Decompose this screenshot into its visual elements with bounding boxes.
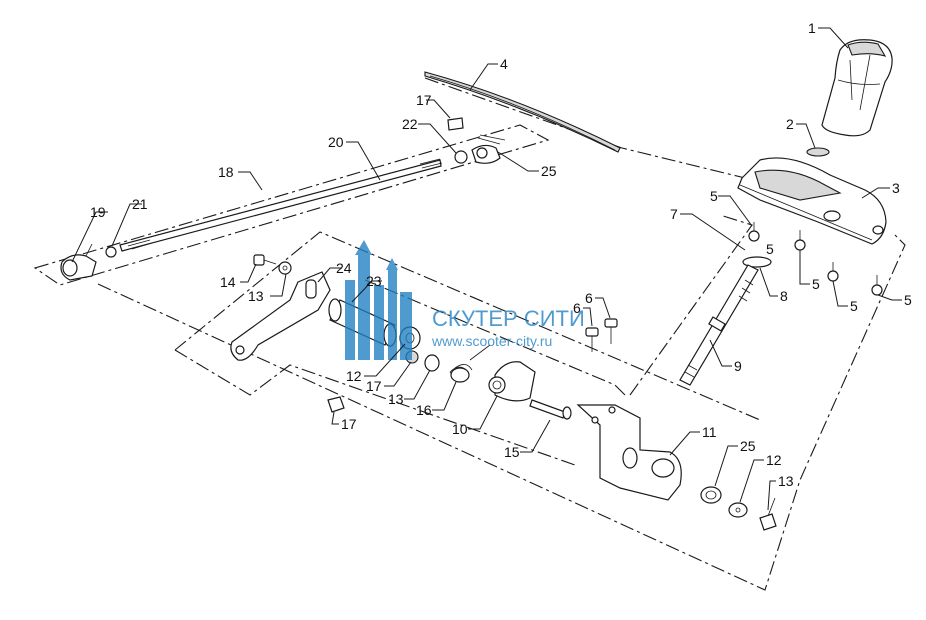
callout-label: 19: [90, 204, 106, 220]
part-nut-22: [454, 150, 468, 164]
part-cover-sheet: [424, 71, 621, 153]
callout-label: 2: [786, 116, 794, 132]
callout-label: 13: [388, 391, 404, 407]
callout-label: 5: [710, 188, 718, 204]
callout-label: 1: [808, 20, 816, 36]
callout-label: 7: [670, 206, 678, 222]
callout-label: 20: [328, 134, 344, 150]
part-shift-knob: [821, 39, 893, 137]
watermark-url: www.scooter-city.ru: [431, 333, 552, 349]
callout-label: 16: [416, 402, 432, 418]
callout-label: 5: [766, 241, 774, 257]
watermark: СКУТЕР СИТИ www.scooter-city.ru: [345, 240, 585, 360]
part-right-hardware: [700, 486, 777, 531]
part-nut-17-top: [447, 117, 464, 131]
callout-label: 14: [220, 274, 236, 290]
callout-label: 15: [504, 444, 520, 460]
part-washer-8: [742, 256, 772, 268]
callout-label: 12: [766, 452, 782, 468]
callout-label: 4: [500, 56, 508, 72]
callout-label: 3: [892, 180, 900, 196]
callout-label: 8: [780, 288, 788, 304]
leader-lines: [71, 27, 902, 511]
callout-label: 21: [132, 196, 148, 212]
part-nut-21: [105, 246, 117, 258]
part-shift-shaft: [679, 264, 759, 386]
callout-label: 11: [702, 424, 717, 440]
callout-label: 25: [541, 163, 557, 179]
callout-label: 12: [346, 368, 362, 384]
part-ball-joint-left: [60, 243, 97, 281]
callout-label: 5: [850, 298, 858, 314]
callout-label: 18: [218, 164, 234, 180]
callout-label: 10: [452, 421, 468, 437]
part-bolt-14-left: [253, 254, 292, 275]
part-spring: [449, 344, 491, 383]
callout-label: 22: [402, 116, 418, 132]
callout-label: 13: [248, 288, 264, 304]
callout-label: 13: [778, 473, 794, 489]
part-shifter-housing: [737, 157, 887, 245]
callout-label: 6: [573, 300, 581, 316]
part-shift-rod: [119, 158, 443, 252]
callout-label: 17: [366, 378, 382, 394]
callout-label: 17: [416, 92, 432, 108]
part-lever-arm: [230, 271, 331, 361]
watermark-title: СКУТЕР СИТИ: [432, 306, 585, 331]
part-ball-joint-right: [471, 134, 506, 164]
part-bracket: [576, 404, 682, 501]
part-ring: [806, 147, 830, 157]
callout-label: 5: [812, 276, 820, 292]
callout-label: 24: [336, 260, 352, 276]
callout-label: 23: [366, 273, 382, 289]
callout-label: 25: [740, 438, 756, 454]
callout-label: 9: [734, 358, 742, 374]
callout-label: 6: [585, 290, 593, 306]
callout-label: 17: [341, 416, 357, 432]
part-nut-17-bottom: [327, 396, 345, 413]
part-screws-5: [748, 222, 883, 296]
city-skyline-icon: [345, 240, 412, 360]
part-bolts-6: [585, 318, 618, 352]
part-shift-joint: [488, 361, 536, 402]
part-pin: [529, 399, 572, 420]
callout-label: 5: [904, 292, 912, 308]
assembly-outlines: [33, 77, 906, 591]
callout-labels: 1 2 3 4 5 5 5 5 5 6 6 7 8 9 10 11 25 12 …: [90, 20, 912, 489]
